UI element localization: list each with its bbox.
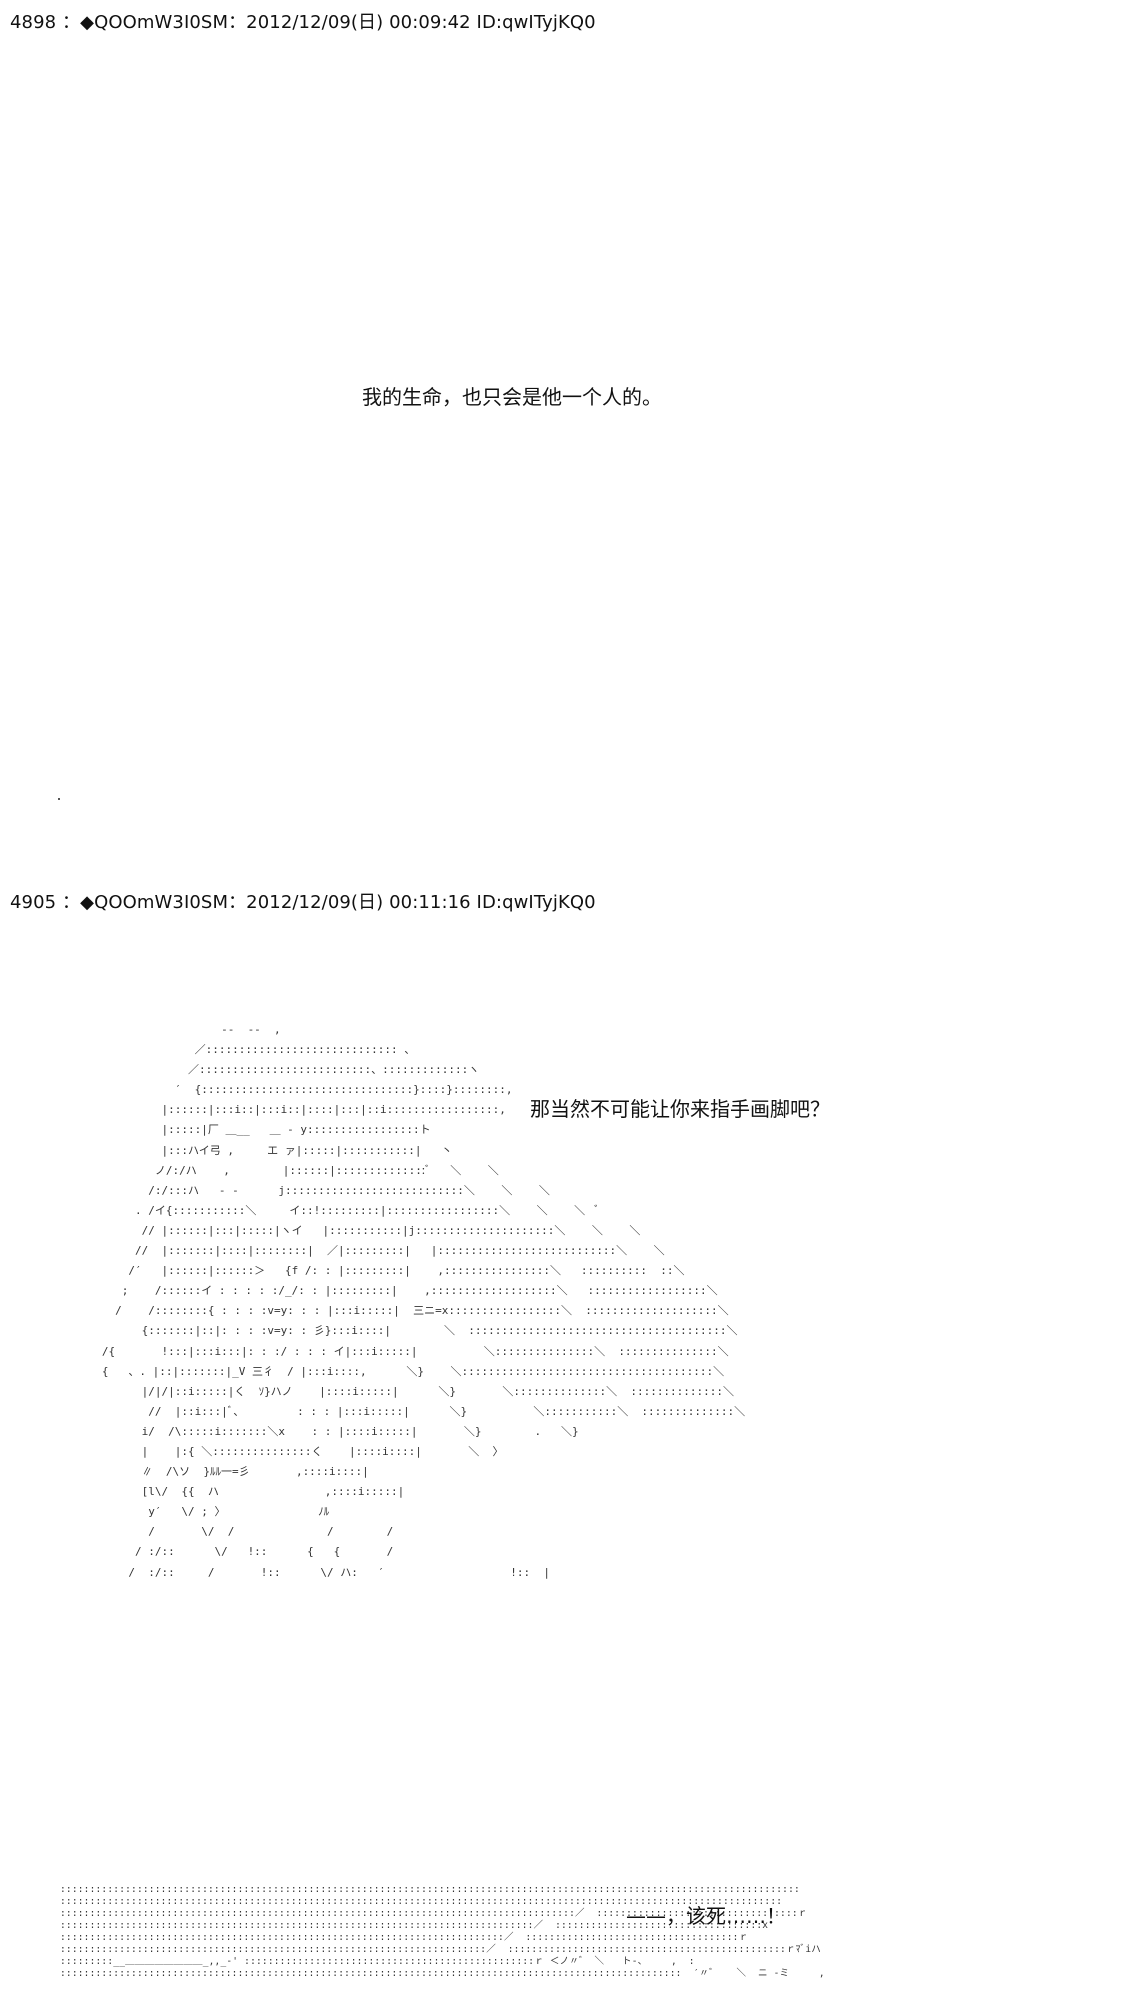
ascii-art-closing-scene: ::::::::::::::::::::::::::::::::::::::::… <box>60 1884 825 1979</box>
dialogue-line-my-life: 我的生命，也只会是他一个人的。 <box>362 385 662 409</box>
dialogue-line-damn: ——，该死……！ <box>626 1904 786 1928</box>
dialogue-line-no-way: 那当然不可能让你来指手画脚吧？ <box>530 1097 830 1121</box>
post-header-4905: 4905 ：◆QOOmW3I0SM：2012/12/09(日) 00:11:16… <box>10 892 596 913</box>
post-header-4898: 4898 ：◆QOOmW3I0SM：2012/12/09(日) 00:09:42… <box>10 12 596 33</box>
ascii-art-character: -- -- , ／::::::::::::::::::::::::::::: 、… <box>101 1023 746 1579</box>
stray-dot <box>58 798 60 800</box>
